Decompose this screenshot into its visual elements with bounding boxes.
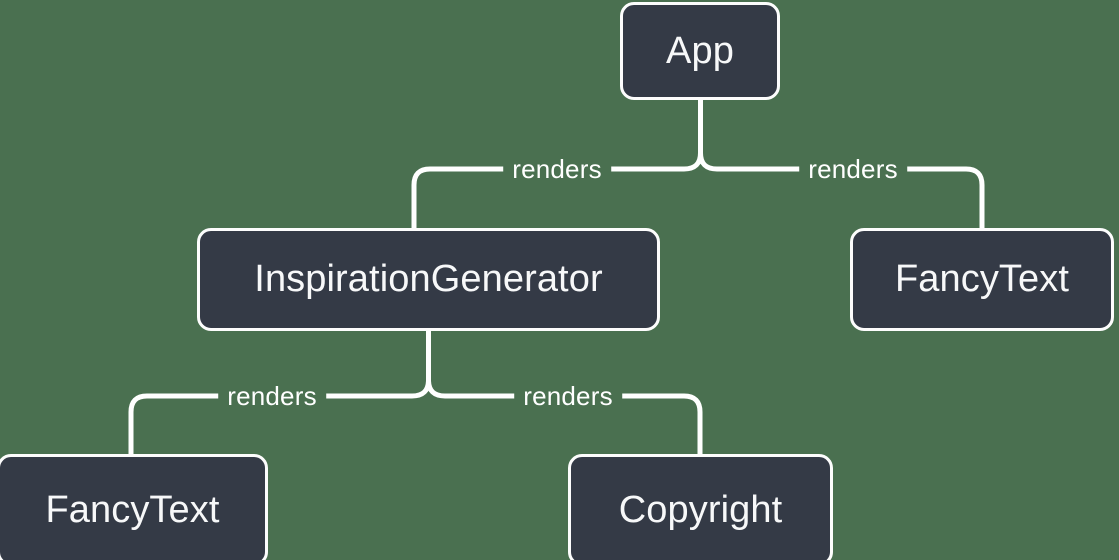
edge-inspiration-generator-stem-right bbox=[426, 379, 446, 399]
node-app[interactable]: App bbox=[620, 2, 780, 100]
node-fancy-text-bottom-label: FancyText bbox=[45, 488, 220, 531]
node-fancy-text-bottom[interactable]: FancyText bbox=[0, 454, 268, 560]
edge-app-to-fancy-text-right bbox=[717, 166, 985, 228]
edge-label-inspiration-generator-to-copyright: renders bbox=[514, 383, 622, 409]
edge-inspiration-generator-to-copyright bbox=[445, 393, 703, 456]
edge-label-inspiration-generator-to-fancy-text-bottom: renders bbox=[218, 383, 326, 409]
node-app-label: App bbox=[666, 29, 734, 72]
node-inspiration-generator[interactable]: InspirationGenerator bbox=[197, 228, 660, 331]
node-fancy-text-right-label: FancyText bbox=[894, 258, 1070, 300]
node-copyright[interactable]: Copyright bbox=[568, 454, 833, 560]
node-fancy-text-right[interactable]: FancyText bbox=[850, 228, 1114, 331]
edge-app-to-inspiration-generator bbox=[411, 166, 684, 228]
edge-inspiration-generator-to-fancy-text-bottom bbox=[128, 393, 412, 456]
node-copyright-label: Copyright bbox=[618, 488, 783, 531]
edge-label-app-to-inspiration-generator: renders bbox=[503, 156, 611, 182]
edge-label-app-to-fancy-text-right: renders bbox=[799, 156, 907, 182]
node-inspiration-generator-label: InspirationGenerator bbox=[254, 258, 603, 300]
edge-app-stem bbox=[683, 100, 703, 172]
edge-app-stem-right bbox=[698, 152, 718, 172]
edge-inspiration-generator-stem bbox=[411, 331, 431, 399]
